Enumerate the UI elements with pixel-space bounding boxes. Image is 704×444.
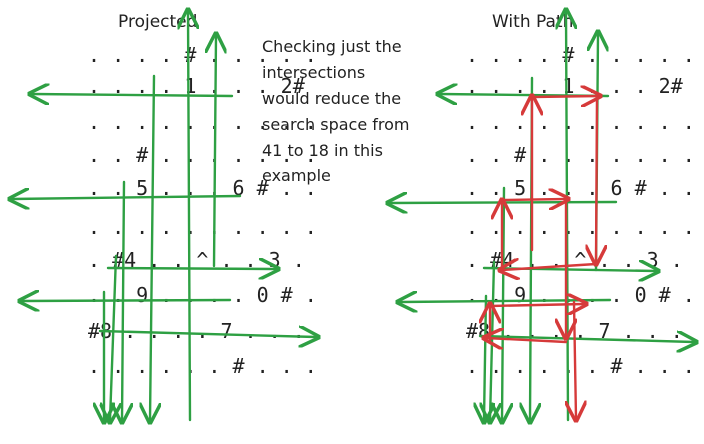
left-grid: . . . . # . . . . . . . . . 1 . . . 2# .… <box>88 43 317 378</box>
grid-row: . . . . . . # . . . <box>466 354 695 378</box>
projection-arrow <box>12 196 242 199</box>
note-line: Checking just the <box>262 37 402 56</box>
note-line: search space from <box>262 115 410 134</box>
projection-arrow <box>110 254 116 420</box>
path-arrow <box>488 304 584 306</box>
grid-row: . . 5 . . . 6 # . . <box>466 176 695 200</box>
grid-row: . . . . . . # . . . <box>88 354 317 378</box>
grid-row: . . . . # . . . . . <box>88 43 317 67</box>
left-panel: Projected . . . . # . . . . . . . . . 1 … <box>12 12 317 420</box>
projection-arrow <box>502 186 504 420</box>
path-arrow <box>574 300 576 418</box>
projection-arrow <box>484 294 486 420</box>
path-arrow <box>530 96 598 97</box>
grid-row: . . . . . . . . . . <box>88 110 317 134</box>
note-line: example <box>262 166 331 185</box>
grid-row: . . # . . . . . . . <box>88 143 317 167</box>
grid-row: . . 9 . . . . 0 # . <box>88 283 317 307</box>
note-line: would reduce the <box>262 89 401 108</box>
right-panel-title: With Path <box>492 12 573 32</box>
grid-row: . . . . . . . . . . <box>466 110 695 134</box>
grid-row: . . . . # . . . . . <box>466 43 695 67</box>
projection-arrow <box>32 94 234 96</box>
grid-row: . . . . . . . . . . <box>466 215 695 239</box>
note-line: 41 to 18 in this <box>262 141 383 160</box>
projection-arrow <box>22 300 232 301</box>
projection-arrow <box>122 180 124 420</box>
note-line: intersections <box>262 63 365 82</box>
path-arrow <box>596 94 597 262</box>
projection-arrow <box>188 12 190 422</box>
path-arrow <box>502 264 598 270</box>
grid-row: . . # . . . . . . . <box>466 143 695 167</box>
explanation-note: Checking just the intersections would re… <box>262 37 410 185</box>
left-panel-title: Projected <box>118 12 197 32</box>
right-grid: . . . . # . . . . . . . . . 1 . . . 2# .… <box>466 43 695 378</box>
path-arrow <box>486 338 568 342</box>
right-panel: With Path . . . . # . . . . . . . . . 1 … <box>390 12 695 420</box>
path-arrows <box>486 96 598 418</box>
left-projection-arrows <box>12 12 316 420</box>
projection-arrow <box>150 74 154 420</box>
projection-arrow <box>98 331 316 337</box>
projection-arrow <box>478 336 694 342</box>
projection-arrow <box>214 36 216 268</box>
path-arrow <box>500 199 566 200</box>
grid-row: . . . . . . . . . . <box>88 215 317 239</box>
projection-arrow <box>106 268 276 269</box>
